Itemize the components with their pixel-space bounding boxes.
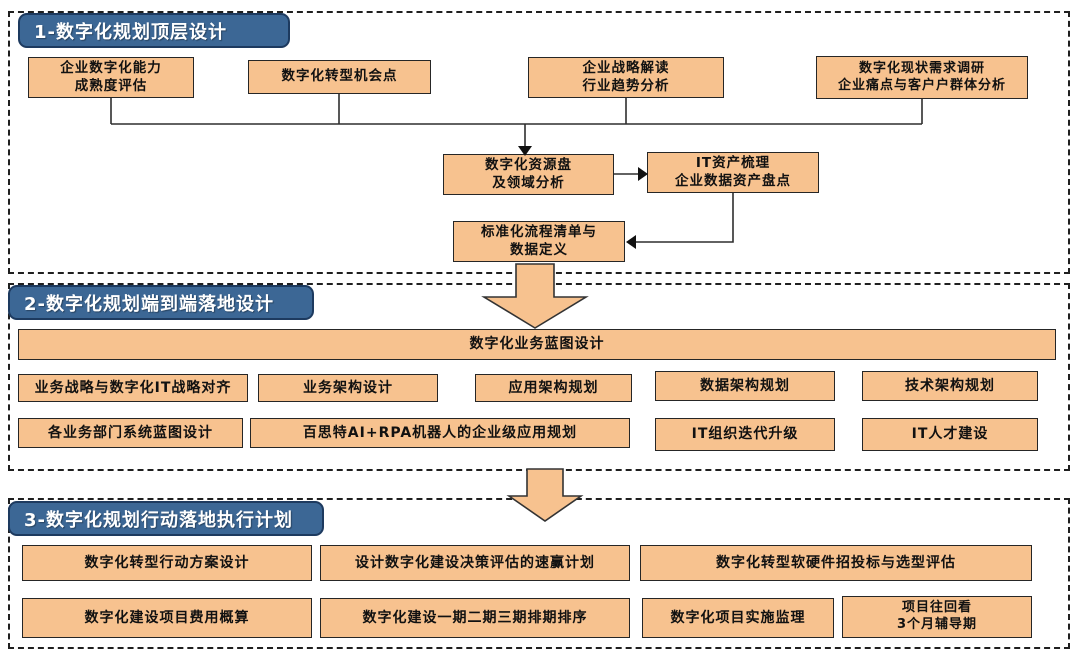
box-transformation-opportunities: 数字化转型机会点 [248, 60, 431, 94]
box-implementation-supervision: 数字化项目实施监理 [642, 598, 834, 638]
box-bidding-evaluation: 数字化转型软硬件招投标与选型评估 [640, 545, 1032, 581]
box-strategy-alignment: 业务战略与数字化IT战略对齐 [18, 374, 248, 402]
box-standard-process-list: 标准化流程清单与 数据定义 [453, 221, 625, 262]
box-project-review: 项目往回看 3个月辅导期 [842, 596, 1032, 638]
box-ai-rpa-planning: 百思特AI+RPA机器人的企业级应用规划 [250, 418, 630, 448]
box-phase-scheduling: 数字化建设一期二期三期排期排序 [320, 598, 630, 638]
box-business-architecture: 业务架构设计 [258, 374, 438, 402]
box-dept-blueprint: 各业务部门系统蓝图设计 [18, 418, 243, 448]
box-digital-resource-inventory: 数字化资源盘 及领域分析 [443, 154, 614, 195]
box-data-architecture: 数据架构规划 [655, 371, 835, 401]
box-maturity-assessment: 企业数字化能力 成熟度评估 [28, 57, 194, 98]
section3-title: 3-数字化规划行动落地执行计划 [8, 501, 324, 536]
section2-title: 2-数字化规划端到端落地设计 [8, 285, 314, 320]
box-tech-architecture: 技术架构规划 [862, 371, 1038, 401]
box-it-talent: IT人才建设 [862, 418, 1038, 451]
box-it-asset-review: IT资产梳理 企业数据资产盘点 [647, 152, 819, 193]
box-current-state-research: 数字化现状需求调研 企业痛点与客户户群体分析 [816, 56, 1028, 99]
section1-title: 1-数字化规划顶层设计 [18, 13, 290, 48]
box-quick-win-plan: 设计数字化建设决策评估的速赢计划 [320, 545, 630, 581]
box-action-plan: 数字化转型行动方案设计 [22, 545, 312, 581]
box-it-org-upgrade: IT组织迭代升级 [655, 418, 835, 451]
box-strategy-interpretation: 企业战略解读 行业趋势分析 [528, 57, 724, 98]
box-application-architecture: 应用架构规划 [475, 374, 632, 402]
bar-business-blueprint: 数字化业务蓝图设计 [18, 329, 1056, 360]
box-cost-estimate: 数字化建设项目费用概算 [22, 598, 312, 638]
